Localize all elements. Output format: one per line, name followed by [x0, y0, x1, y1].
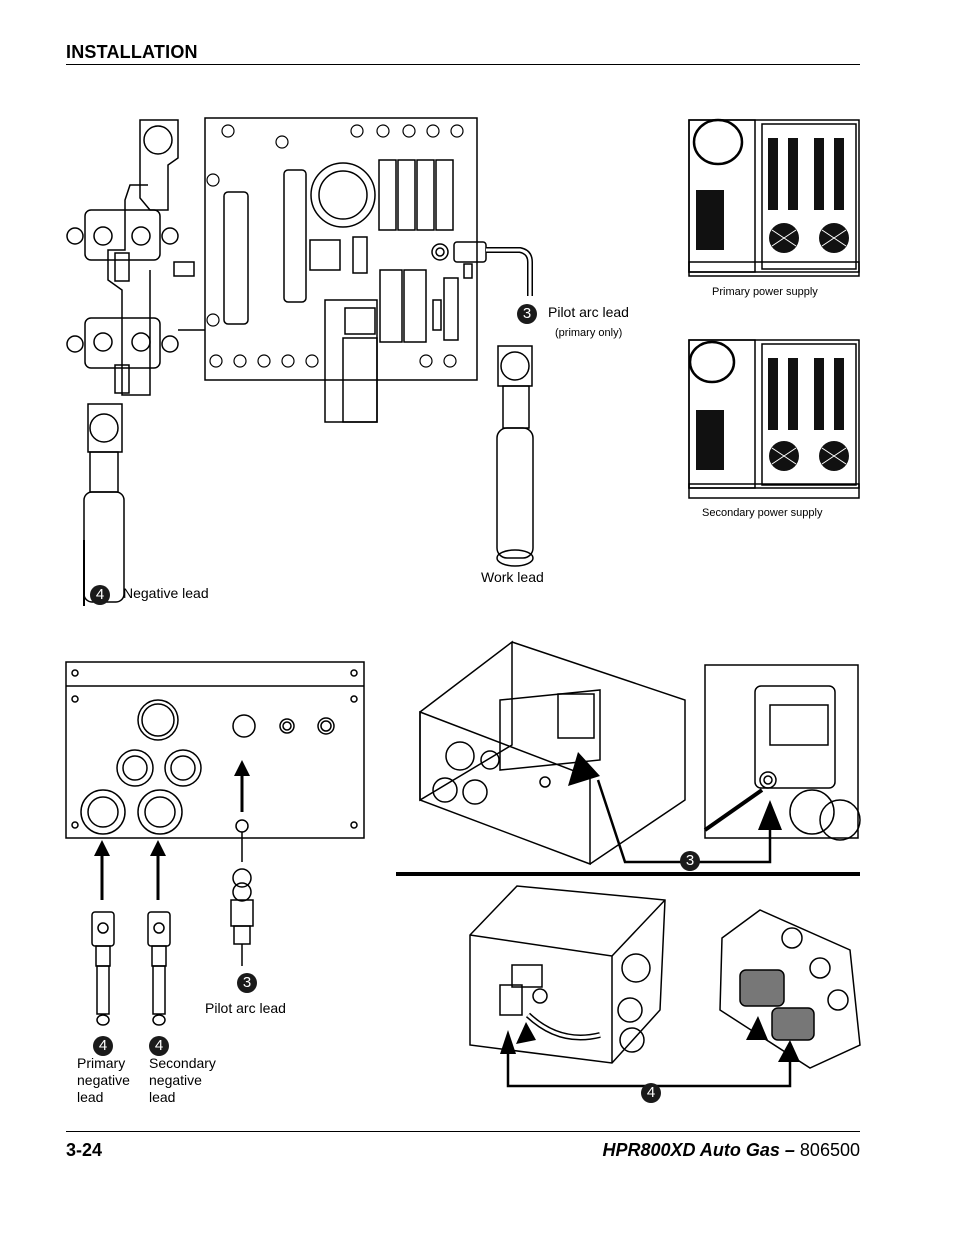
callout-4-primary: 4	[93, 1036, 113, 1056]
work-lead-label: Work lead	[481, 569, 544, 585]
pilot-arc-lead-label-2: Pilot arc lead	[205, 1000, 286, 1016]
product-name: HPR800XD Auto Gas	[602, 1140, 780, 1160]
primary-power-supply-label: Primary power supply	[712, 286, 818, 298]
callout-3-pilot: 3	[517, 304, 537, 324]
primary-power-supply-thumbnail	[688, 118, 860, 277]
page-number: 3-24	[66, 1140, 103, 1160]
gas-console-illustration-bottom	[469, 885, 666, 1064]
secondary-power-supply-label: Secondary power supply	[702, 507, 823, 519]
footer-rule	[66, 1131, 860, 1132]
header-rule	[66, 64, 860, 65]
part-number: 806500	[799, 1140, 860, 1160]
section-title: INSTALLATION	[66, 42, 198, 62]
callout-3-console: 3	[680, 851, 700, 871]
negative-lead-label: Negative lead	[123, 585, 209, 601]
pilot-arc-lead-label: Pilot arc lead	[548, 304, 629, 320]
callout-4-negative: 4	[90, 585, 110, 605]
callout-4-secondary: 4	[149, 1036, 169, 1056]
gas-console-illustration-top	[419, 640, 686, 866]
primary-only-label: (primary only)	[555, 327, 623, 339]
primary-negative-lead-label: Primary negative lead	[77, 1055, 130, 1105]
lead-lugs	[91, 819, 254, 1026]
rear-connector-panel	[65, 661, 365, 900]
footer-dash: –	[784, 1140, 795, 1160]
callout-4-console: 4	[641, 1083, 661, 1103]
callout-3-lug: 3	[237, 973, 257, 993]
secondary-power-supply-thumbnail	[688, 339, 860, 499]
terminal-panel-diagram	[66, 117, 534, 606]
secondary-negative-lead-label: Secondary negative lead	[149, 1055, 216, 1105]
gas-console-closeup-bottom	[719, 909, 861, 1069]
footer-product: HPR800XD Auto Gas – 806500	[602, 1140, 860, 1161]
gas-console-closeup-top	[703, 664, 861, 841]
